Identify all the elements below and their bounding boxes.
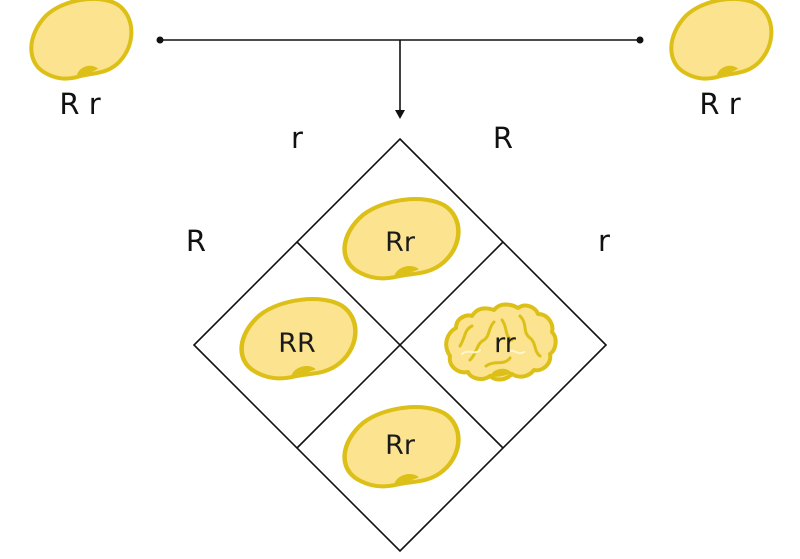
- punnett-grid: [192, 137, 608, 553]
- left-parent-pea-icon: [23, 0, 139, 86]
- allele-label-top-left: r: [291, 121, 303, 155]
- offspring-cell-right: rr: [444, 302, 558, 382]
- offspring-genotype-top: Rr: [385, 227, 416, 258]
- offspring-genotype-right: rr: [494, 328, 517, 359]
- allele-label-top-right: R: [493, 121, 513, 155]
- offspring-cell-left: RR: [237, 294, 360, 382]
- offspring-genotype-left: RR: [278, 328, 316, 359]
- offspring-cell-bottom: Rr: [340, 402, 463, 490]
- allele-label-right: r: [598, 224, 610, 258]
- right-parent-genotype: R r: [699, 87, 740, 121]
- offspring-cell-top: Rr: [340, 194, 463, 282]
- left-parent-genotype: R r: [59, 87, 100, 121]
- offspring-genotype-bottom: Rr: [385, 430, 416, 461]
- wrinkled-pea-icon: [444, 302, 558, 382]
- cross-connector: [156, 36, 644, 119]
- allele-label-left: R: [186, 224, 206, 258]
- right-parent-pea-icon: [663, 0, 779, 86]
